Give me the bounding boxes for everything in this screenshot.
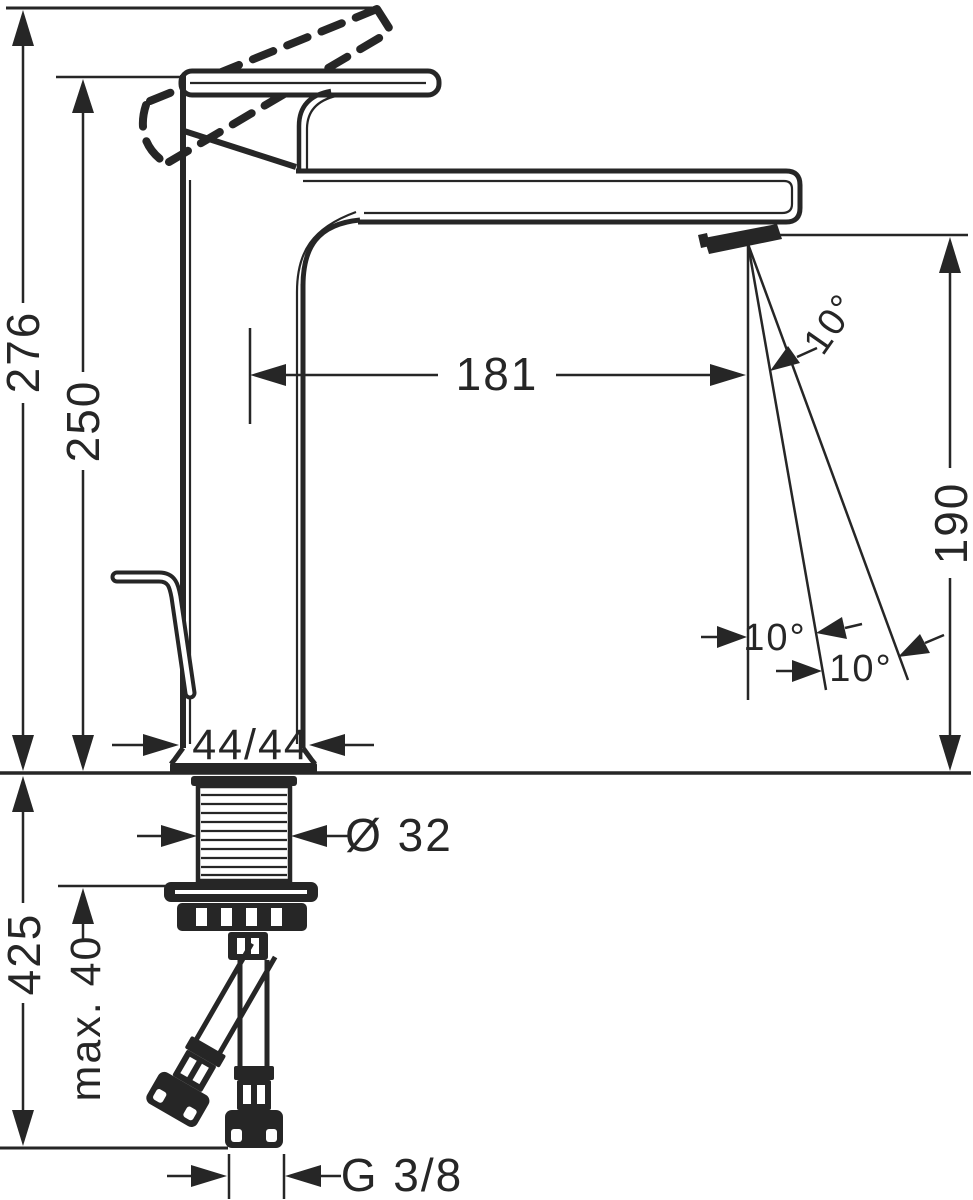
dimension-shank-diameter: Ø 32: [137, 809, 453, 861]
dimension-max-thickness: max. 40: [62, 888, 110, 1101]
reference-lines: [0, 6, 971, 1150]
hose-nut-g38: [225, 1110, 283, 1148]
dimension-angle-mid: 10°: [701, 617, 863, 659]
dimension-outlet-height: 190: [925, 237, 973, 771]
arrowhead: [12, 10, 34, 46]
arrowhead: [816, 617, 847, 639]
arrowhead: [291, 825, 327, 847]
arrowhead: [309, 734, 345, 756]
dim-250-label: 250: [57, 380, 109, 463]
thread-lines: [201, 793, 287, 877]
arrowhead: [250, 364, 286, 386]
dimensions: 276 250 425 max. 40: [0, 10, 973, 1200]
dim-4444-label: 44/44: [192, 721, 310, 769]
arrowhead: [792, 660, 822, 682]
dimension-spout-reach: 181: [248, 328, 746, 424]
body-column: [169, 75, 361, 774]
arrowhead: [72, 79, 94, 113]
pop-up-rod: [110, 570, 197, 700]
angle-bottom-label: 10°: [829, 648, 892, 690]
shank-collar: [191, 776, 297, 786]
arrowhead: [710, 364, 746, 386]
arrowhead: [12, 1110, 34, 1146]
handle-neck: [296, 88, 332, 171]
arrowhead: [72, 735, 94, 771]
arrowhead: [939, 237, 961, 273]
dim-190-label: 190: [925, 482, 973, 565]
arrowhead: [770, 346, 800, 371]
spray-line-20deg: [746, 243, 910, 681]
dimension-angle-top: 10°: [770, 286, 867, 371]
dimension-hose-length: 425: [0, 776, 50, 1146]
threaded-shank: [195, 783, 293, 884]
arrowhead: [717, 626, 747, 648]
spray-angle-lines: [746, 243, 910, 700]
spray-line-10deg: [746, 243, 828, 691]
aerator-outlet: [698, 224, 782, 254]
arrowhead: [161, 825, 197, 847]
arrowhead: [285, 1165, 321, 1187]
dim-276-label: 276: [0, 311, 49, 394]
arrowhead: [939, 735, 961, 771]
dimension-connection-thread: G 3/8: [167, 1149, 464, 1200]
arrowhead: [12, 776, 34, 812]
dimension-base-footprint: 44/44: [112, 721, 374, 769]
mounting-assembly: [164, 776, 318, 960]
dimension-handle-height: 250: [57, 79, 109, 771]
dim-181-label: 181: [456, 348, 539, 400]
spout-inner-corner: [300, 217, 361, 287]
spout: [296, 168, 803, 225]
dim-g38-label: G 3/8: [341, 1149, 464, 1200]
faucet-body: [110, 5, 910, 1148]
dim-425-label: 425: [0, 913, 50, 996]
base-plate: [170, 763, 317, 774]
dimension-overall-height: 276: [0, 10, 49, 771]
dim-max40-label: max. 40: [62, 935, 110, 1102]
supply-hose-straight: [225, 960, 283, 1148]
arrowhead: [143, 734, 179, 756]
arrowhead: [191, 1165, 227, 1187]
angle-mid-label: 10°: [743, 617, 806, 659]
arrowhead: [898, 634, 930, 657]
supply-hose-angled: [146, 942, 278, 1127]
head-chamfer: [183, 128, 297, 170]
arrowhead: [72, 888, 94, 924]
handle-lever: [178, 68, 442, 171]
dim-dia32-label: Ø 32: [345, 809, 453, 861]
angle-top-label: 10°: [796, 286, 867, 362]
dimension-angle-bottom: 10°: [776, 633, 945, 690]
arrowhead: [12, 735, 34, 771]
